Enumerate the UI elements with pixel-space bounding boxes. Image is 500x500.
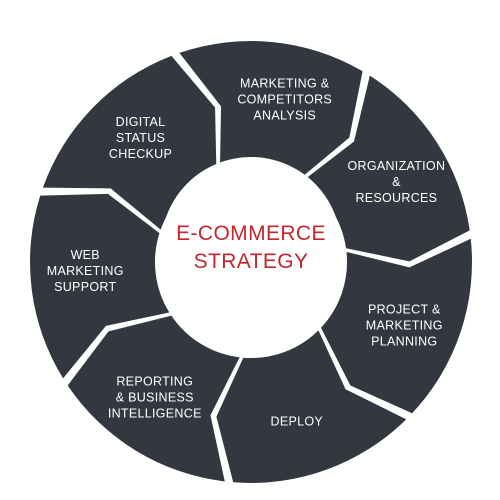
- segment-label-line: COMPETITORS: [237, 92, 332, 106]
- segment-label-line: &: [392, 175, 401, 189]
- center-title-line: STRATEGY: [194, 250, 309, 273]
- center-title-text: E-COMMERCE STRATEGY: [176, 222, 326, 273]
- cycle-segment: [30, 193, 170, 379]
- segment-label-line: RESOURCES: [355, 191, 437, 205]
- segment-label-line: INTELLIGENCE: [108, 406, 202, 420]
- segment-label-line: SUPPORT: [54, 280, 116, 294]
- center-title: E-COMMERCE STRATEGY: [176, 222, 326, 273]
- segment-label-line: ANALYSIS: [253, 108, 316, 122]
- segment-labels: MARKETING & COMPETITORS ANALYSIS ORGANIZATI…: [47, 76, 445, 429]
- segment-label: PROJECT & MARKETING PLANNING: [366, 303, 443, 349]
- segment-label: DEPLOY: [271, 415, 324, 429]
- segment-label: ORGANIZATION & RESOURCES: [347, 159, 445, 205]
- segment-label-line: ORGANIZATION: [347, 159, 445, 173]
- segment-label-line: REPORTING: [116, 374, 193, 388]
- segment-label: REPORTING & BUSINESS INTELLIGENCE: [108, 374, 202, 420]
- segment-label-line: MARKETING &: [240, 76, 330, 90]
- segment-label-line: PLANNING: [371, 335, 437, 349]
- segment-label-line: MARKETING: [366, 319, 443, 333]
- segment-label-line: STATUS: [116, 131, 165, 145]
- cycle-segments: [30, 41, 472, 483]
- segment-label-line: CHECKUP: [109, 147, 172, 161]
- segment-label: DIGITAL STATUS CHECKUP: [109, 115, 172, 161]
- cycle-segment: [42, 55, 217, 230]
- segment-label: WEB MARKETING SUPPORT: [47, 248, 124, 294]
- segment-label: MARKETING & COMPETITORS ANALYSIS: [237, 76, 332, 122]
- cycle-segment: [302, 75, 470, 262]
- segment-label-line: & BUSINESS: [116, 390, 194, 404]
- segment-label-line: WEB: [71, 248, 100, 262]
- center-title-line: E-COMMERCE: [176, 222, 326, 245]
- segment-label-line: DIGITAL: [116, 115, 166, 129]
- segment-label-line: MARKETING: [47, 264, 124, 278]
- segment-label-line: DEPLOY: [271, 415, 324, 429]
- cycle-segment: [179, 41, 363, 180]
- segment-label-line: PROJECT &: [368, 303, 441, 317]
- cycle-segment: [67, 315, 240, 482]
- center-circle: [161, 157, 341, 337]
- cycle-segment: [321, 238, 472, 414]
- cycle-segment: [216, 330, 407, 483]
